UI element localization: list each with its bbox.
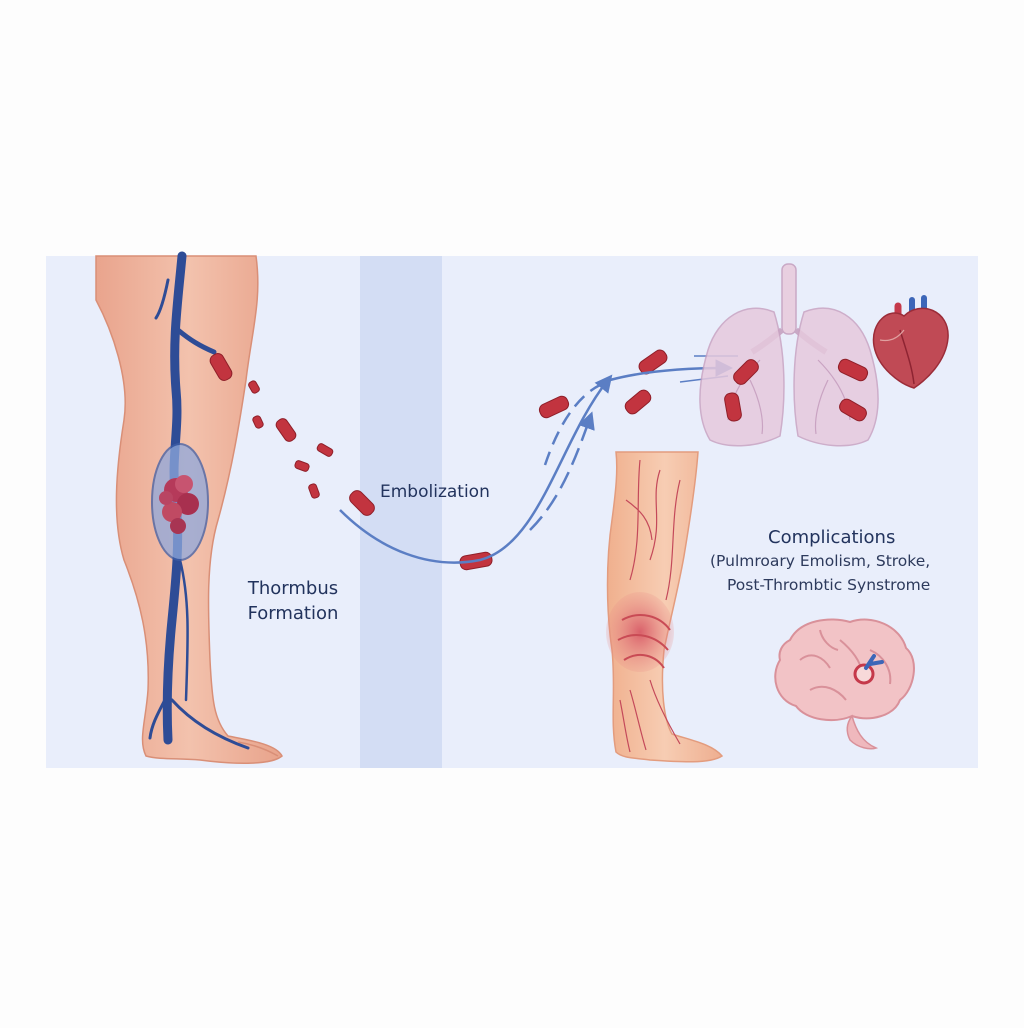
- complications-title: Complications: [768, 527, 896, 548]
- embolization-label: Embolization: [380, 482, 490, 502]
- embolus-icon: [209, 349, 668, 571]
- complications-subtitle-line2: Post-Thrombtic Synstrome: [727, 576, 931, 594]
- heart-icon: [872, 295, 949, 389]
- damaged-leg-icon: [606, 451, 724, 763]
- divider-band: [360, 256, 442, 768]
- complications-subtitle-line1: (Pulmroary Emolism, Stroke,: [710, 552, 931, 570]
- lungs-icon: [699, 263, 879, 447]
- brain-icon: [774, 618, 915, 750]
- thrombus-label-line2: Formation: [247, 603, 339, 624]
- thrombus-label-line1: Thormbus: [247, 578, 339, 599]
- thrombus-icon: [151, 443, 209, 561]
